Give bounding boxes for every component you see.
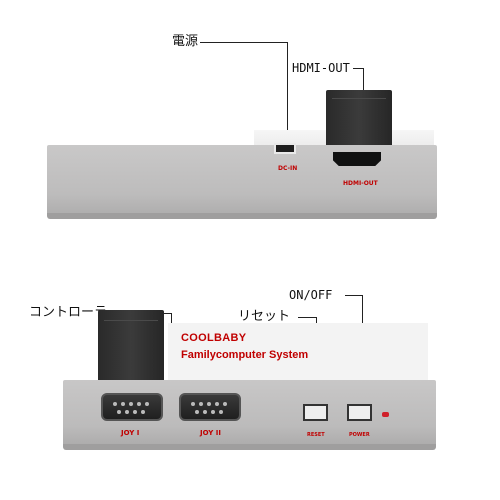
brand-subtitle: Familycomputer System <box>181 349 309 361</box>
power-callout-line-h <box>200 42 287 43</box>
power-led <box>382 412 389 417</box>
power-callout-line-v <box>287 42 288 130</box>
hdmi-port <box>333 152 381 166</box>
dc-in-port <box>274 143 296 154</box>
brand-plate <box>168 323 393 380</box>
power-callout-label: 電源 <box>172 34 199 49</box>
joy1-port <box>101 393 163 421</box>
controller-callout-label: コントローラー <box>29 305 121 320</box>
controller-dongle <box>98 310 164 384</box>
reset-button[interactable] <box>303 404 328 421</box>
onoff-callout-line-h <box>345 295 362 296</box>
hdmi-callout-label: HDMI-OUT <box>292 61 350 75</box>
onoff-callout-label: ON/OFF <box>289 288 333 302</box>
reset-callout-line-h <box>298 317 316 318</box>
joy1-label: JOY I <box>121 429 140 437</box>
hdmi-callout-line-h <box>353 68 363 69</box>
reset-callout-label: リセット <box>238 309 291 324</box>
joy2-port <box>179 393 241 421</box>
power-button[interactable] <box>347 404 372 421</box>
joy2-label: JOY II <box>200 429 222 437</box>
hdmi-callout-line-v <box>363 68 364 90</box>
dc-in-label: DC-IN <box>278 165 298 172</box>
reset-label: RESET <box>307 432 325 438</box>
hdmi-out-label: HDMI-OUT <box>343 180 378 187</box>
brand-title: COOLBABY <box>181 332 247 344</box>
power-label: POWER <box>349 432 370 438</box>
brand-plate-right <box>380 323 428 380</box>
